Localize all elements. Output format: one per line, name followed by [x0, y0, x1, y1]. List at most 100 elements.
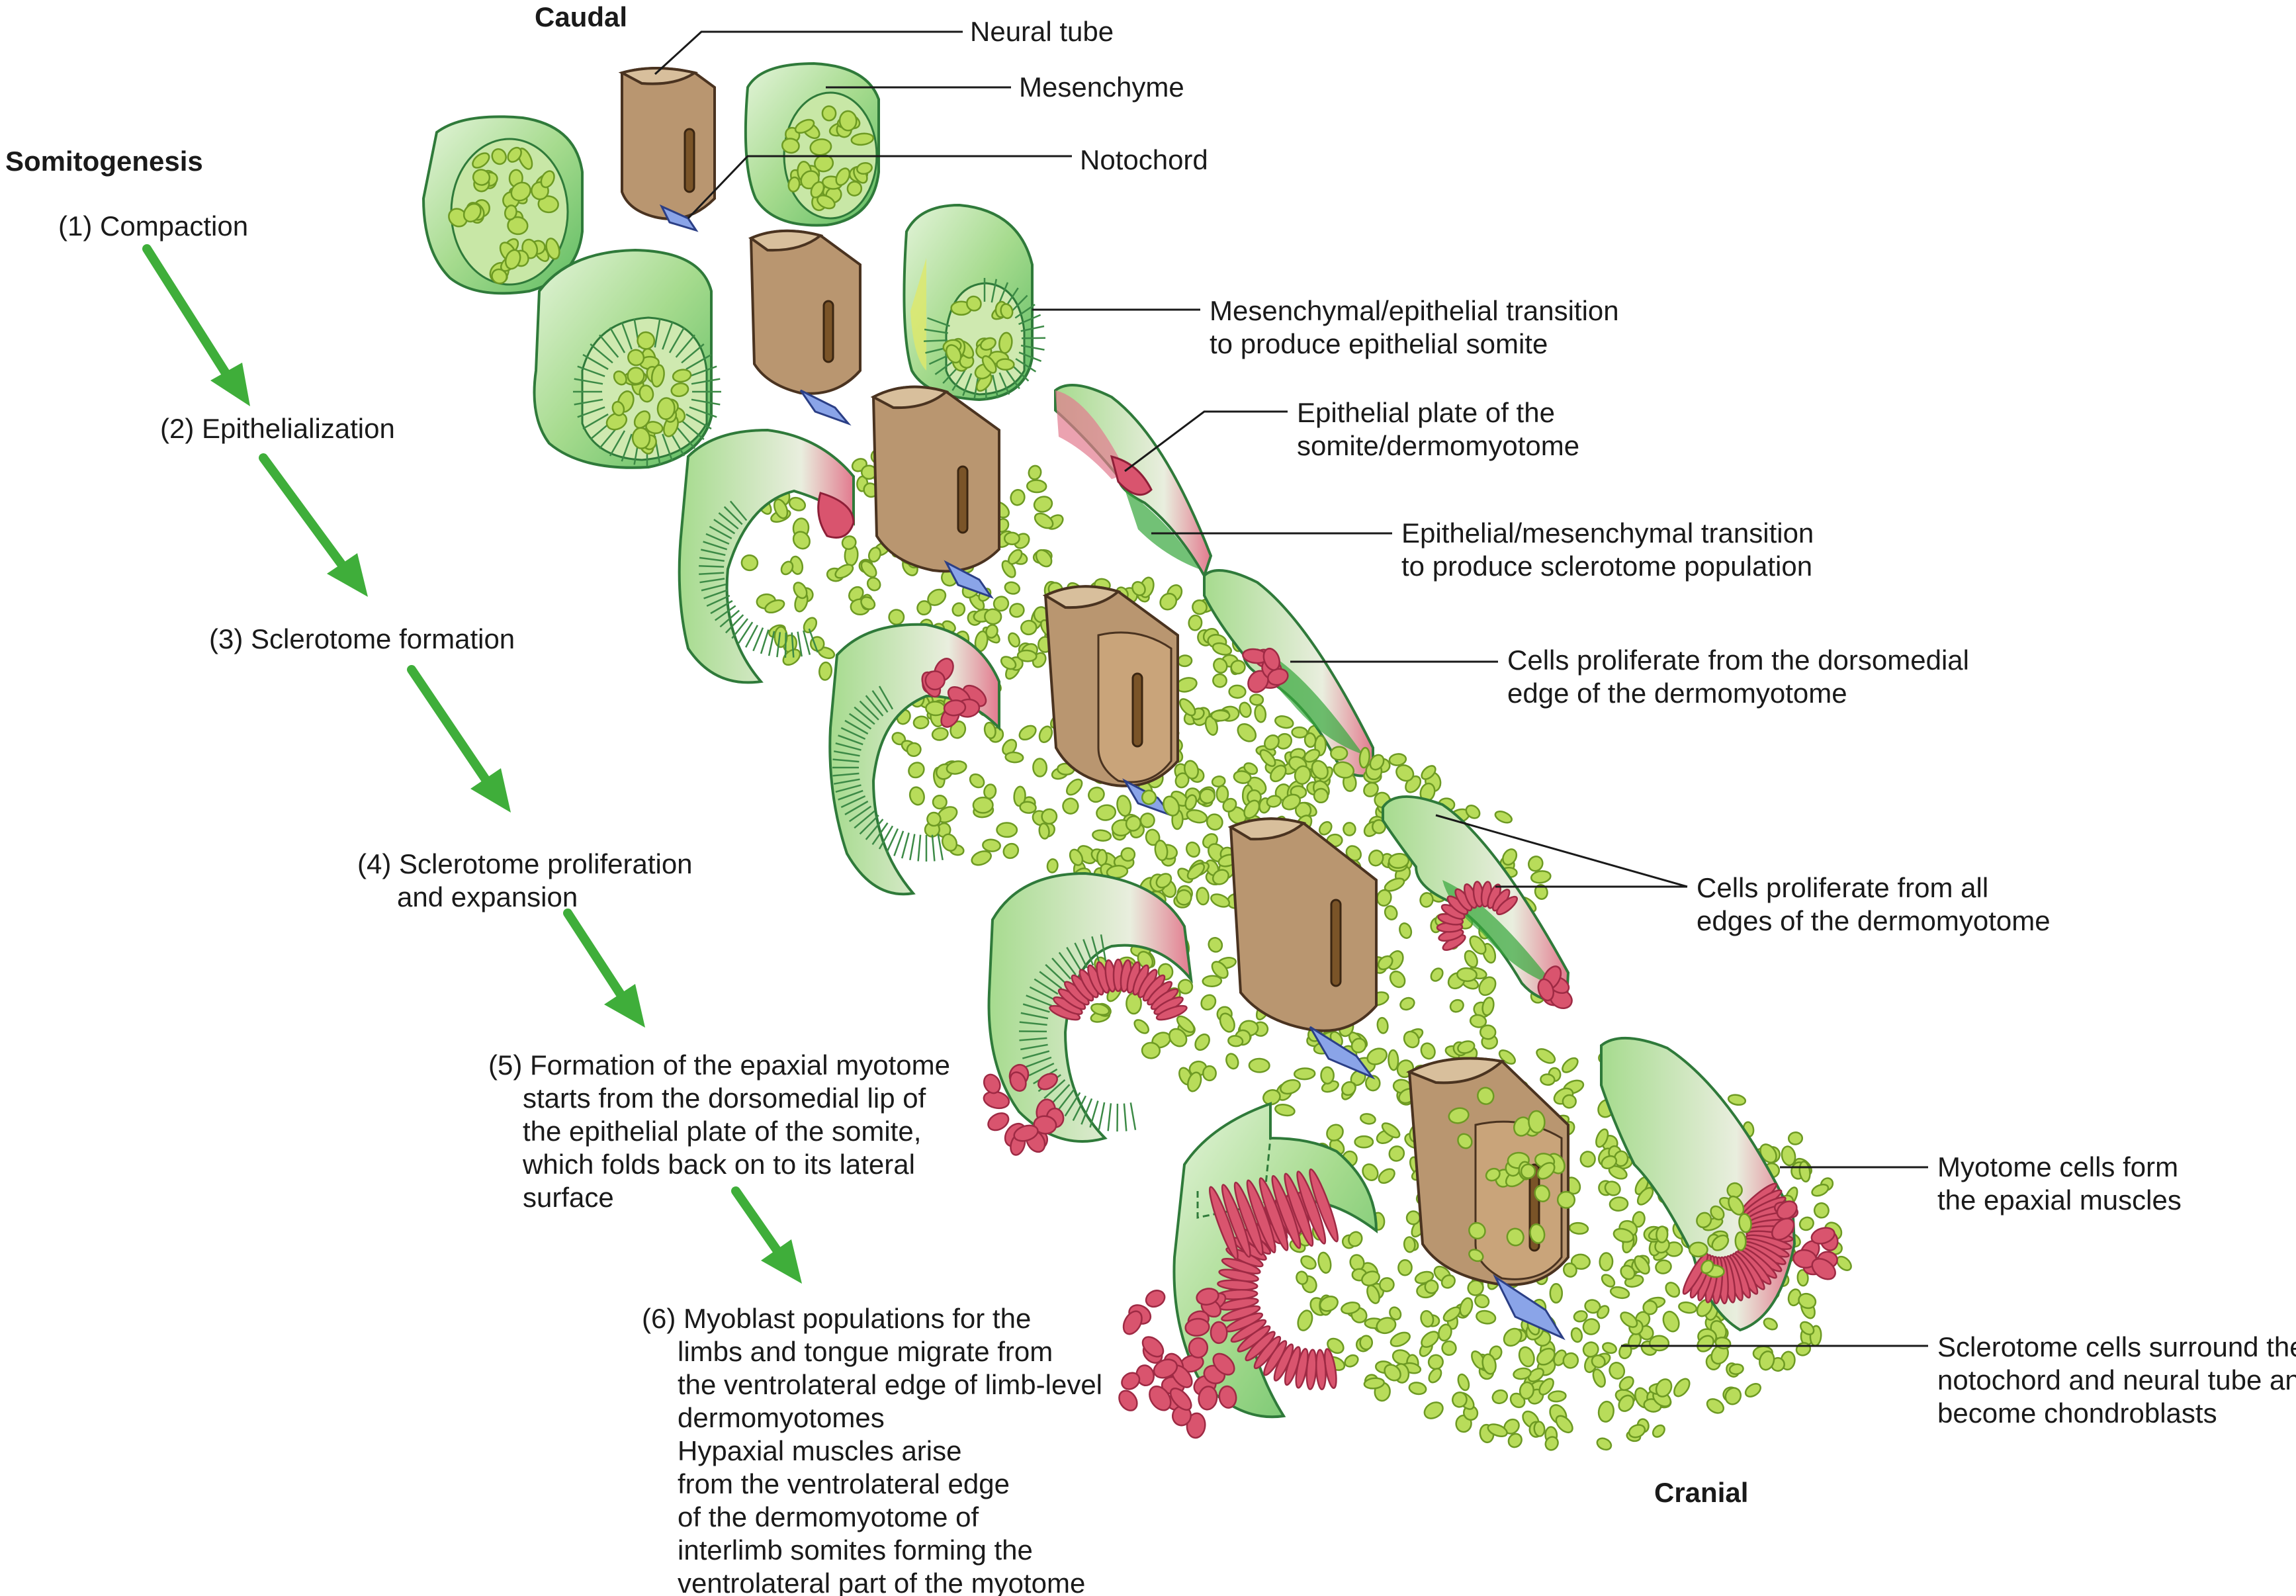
cell	[1177, 979, 1194, 995]
cell	[1120, 847, 1136, 862]
cell	[1009, 603, 1025, 618]
cell	[1018, 725, 1037, 741]
epithelial-cell-border	[838, 789, 863, 801]
epithelial-cell-border	[621, 433, 633, 462]
cell	[1530, 870, 1552, 884]
cell	[1248, 1057, 1270, 1073]
cell	[972, 796, 994, 814]
cell	[1662, 1310, 1680, 1333]
epithelial-cell-border	[934, 359, 955, 375]
cell	[1333, 761, 1355, 779]
cell	[1145, 828, 1161, 846]
step-arrow-5	[731, 1186, 802, 1284]
cell	[1213, 658, 1228, 674]
cell	[1457, 1373, 1470, 1392]
cell	[1228, 684, 1247, 699]
cell	[650, 364, 665, 388]
cell	[1618, 1376, 1634, 1391]
cell	[1811, 1183, 1830, 1197]
cell	[1474, 1294, 1490, 1309]
epithelial-cell-border	[791, 632, 795, 658]
cell	[1459, 1297, 1474, 1317]
dermomyotome-right-5	[1382, 795, 1573, 1010]
epithelial-cell-border	[1123, 1103, 1127, 1131]
notochord-5	[1309, 1026, 1376, 1080]
cell	[1313, 787, 1329, 804]
cell	[1468, 1221, 1486, 1240]
cell	[856, 161, 873, 175]
myotome-fibre	[1246, 1179, 1276, 1254]
epithelial-cell-border	[1025, 1056, 1052, 1068]
epithelial-cell-border	[833, 750, 860, 757]
epithelial-cell-border	[951, 369, 966, 391]
epithelial-cell-border	[859, 815, 879, 835]
epithelial-cell-border	[937, 834, 944, 861]
cell	[1359, 1335, 1374, 1351]
cell	[1556, 1190, 1576, 1209]
mesenchyme-ball-right	[744, 62, 880, 227]
epithelial-cell-border	[797, 631, 803, 657]
myoblast-cell	[1218, 1385, 1237, 1409]
cell	[888, 609, 905, 625]
cell	[1527, 1368, 1544, 1382]
cell	[1457, 1040, 1476, 1054]
cell	[1634, 1255, 1650, 1275]
cell	[1421, 1331, 1440, 1348]
epithelial-cell-border	[998, 282, 1009, 305]
cell	[1596, 1305, 1610, 1319]
cell	[613, 370, 627, 386]
step-4-text: (4) Sclerotome proliferation and expansi…	[357, 848, 700, 912]
cell	[1297, 1309, 1313, 1331]
cell	[925, 701, 946, 717]
cell	[1438, 1323, 1452, 1342]
epithelial-cell-border	[713, 519, 736, 535]
epithelial-cell-border	[833, 778, 860, 785]
epithelial-cell-border	[924, 339, 948, 342]
epithelial-cell-border	[1107, 1103, 1112, 1131]
cell	[1212, 642, 1233, 656]
cell	[1570, 1253, 1591, 1270]
epithelial-cell-border	[859, 700, 879, 721]
cell	[1206, 813, 1223, 831]
epithelial-cell-border	[752, 627, 764, 652]
cell	[1536, 1347, 1556, 1366]
cell	[1479, 1024, 1497, 1040]
cell	[1397, 1259, 1413, 1276]
cell	[472, 169, 491, 186]
neural-tube-6	[1406, 1057, 1576, 1286]
epithelial-cell-border	[962, 373, 973, 396]
cell	[1178, 698, 1196, 717]
cell	[1378, 1168, 1395, 1184]
myotome-cell	[1682, 1253, 1709, 1295]
epithelial-cell-border	[924, 328, 948, 334]
cell	[1655, 1259, 1672, 1274]
cell	[1477, 1086, 1495, 1105]
dermomyotome-left-3	[678, 428, 855, 684]
cell	[1728, 1195, 1745, 1216]
epithelial-cell-border	[1020, 1043, 1048, 1051]
cell	[627, 349, 645, 367]
cell	[1008, 632, 1021, 648]
cell	[1227, 1035, 1244, 1047]
epithelial-cell-border	[701, 583, 727, 592]
cell	[1548, 1390, 1567, 1403]
epithelial-cell-border	[1019, 1037, 1047, 1042]
cell	[1528, 856, 1544, 872]
cell	[1419, 892, 1434, 908]
cell	[1303, 748, 1321, 763]
notochord-2	[799, 389, 852, 426]
cell	[787, 176, 801, 193]
cell	[1212, 673, 1227, 688]
epithelial-cell-border	[1049, 1084, 1071, 1106]
epithelial-cell-border	[784, 632, 787, 658]
cell	[1062, 797, 1079, 815]
cell	[1388, 1049, 1399, 1071]
cell	[982, 838, 1001, 852]
cell	[1673, 1378, 1691, 1397]
epithelial-cell-border	[803, 630, 811, 655]
cell	[1131, 581, 1146, 596]
cell	[1294, 765, 1311, 785]
cell	[1573, 1310, 1588, 1323]
cell	[1326, 1124, 1344, 1141]
cell	[1008, 549, 1023, 565]
